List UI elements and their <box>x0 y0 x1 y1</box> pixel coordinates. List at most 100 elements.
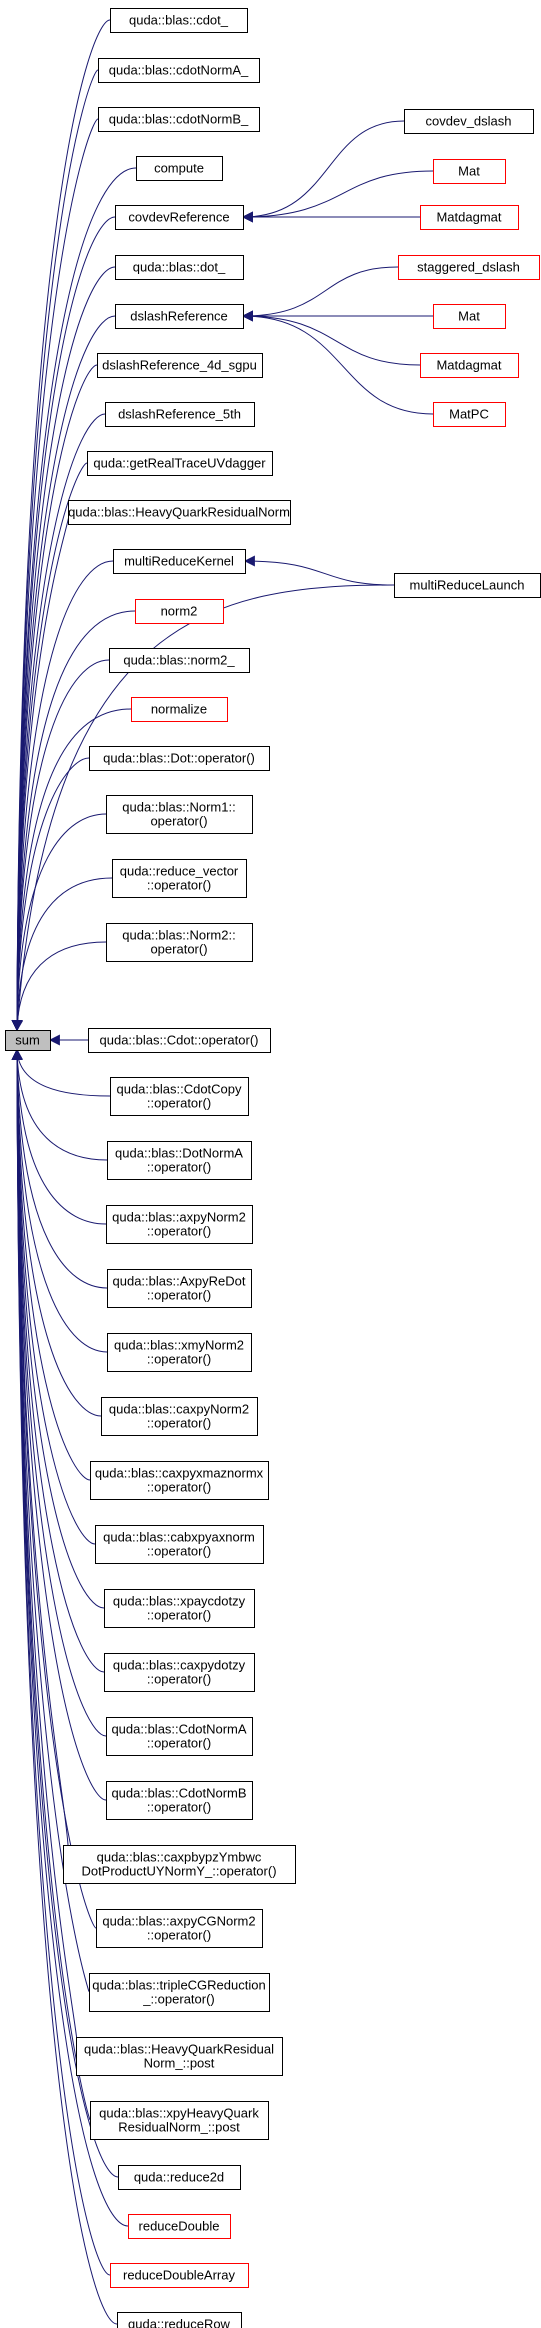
graph-node-compute[interactable]: compute <box>136 156 223 181</box>
graph-node-axpyCGNorm2Op[interactable]: quda::blas::axpyCGNorm2::operator() <box>96 1909 263 1948</box>
graph-node-label: ::operator() <box>147 1800 211 1815</box>
graph-node-dslashReference[interactable]: dslashReference <box>115 304 244 329</box>
graph-node-box <box>89 746 270 771</box>
graph-node-label: ::operator() <box>147 1288 211 1303</box>
graph-node-norm1Op[interactable]: quda::blas::Norm1::operator() <box>106 795 253 834</box>
graph-node-reduceDoubleArray[interactable]: reduceDoubleArray <box>110 2263 249 2288</box>
graph-node-label: quda::blas::axpyNorm2 <box>112 1210 246 1225</box>
edge-to-sum <box>11 1048 102 1417</box>
graph-node-label: quda::blas::Norm1:: <box>122 800 235 815</box>
graph-node-covdev_dslash[interactable]: covdev_dslash <box>404 109 534 134</box>
graph-node-cdotNormA[interactable]: quda::blas::cdotNormA_ <box>98 58 260 83</box>
graph-node-cdotCopyOp[interactable]: quda::blas::CdotCopy::operator() <box>110 1077 249 1116</box>
graph-node-caxpydotzyOp[interactable]: quda::blas::caxpydotzy::operator() <box>104 1653 255 1692</box>
graph-node-caxpbypzOp[interactable]: quda::blas::caxpbypzYmbwcDotProductUYNor… <box>63 1845 296 1884</box>
graph-node-box <box>109 648 250 673</box>
graph-node-label: quda::blas::tripleCGReduction <box>92 1978 265 1993</box>
graph-node-hqrNormPost[interactable]: quda::blas::HeavyQuarkResidualNorm_::pos… <box>76 2037 283 2076</box>
graph-node-cdot[interactable]: quda::blas::cdot_ <box>110 8 248 33</box>
graph-node-dslash4d[interactable]: dslashReference_4d_sgpu <box>97 353 263 378</box>
graph-node-reduce2d[interactable]: quda::reduce2d <box>118 2165 241 2190</box>
graph-node-dotNormAOp[interactable]: quda::blas::DotNormA::operator() <box>107 1141 252 1180</box>
graph-node-box <box>135 599 224 624</box>
graph-node-label: quda::blas::HeavyQuarkResidualNorm <box>68 505 290 520</box>
graph-node-label: quda::blas::caxpyNorm2 <box>109 1402 249 1417</box>
graph-node-label: MatPC <box>449 407 489 422</box>
edge-to-sum <box>11 1048 107 1737</box>
graph-node-label: ::operator() <box>147 1608 211 1623</box>
graph-node-box <box>87 451 273 476</box>
graph-node-axpyNorm2Op[interactable]: quda::blas::axpyNorm2::operator() <box>106 1205 253 1244</box>
graph-node-multiReduceKernel[interactable]: multiReduceKernel <box>113 549 246 574</box>
graph-node-label: compute <box>154 161 204 176</box>
graph-node-dot[interactable]: quda::blas::dot_ <box>115 255 244 280</box>
graph-node-label: reduceDouble <box>139 2219 220 2234</box>
graph-node-norm2Op[interactable]: quda::blas::Norm2::operator() <box>106 923 253 962</box>
graph-node-box <box>128 2214 231 2239</box>
graph-node-box <box>136 156 223 181</box>
graph-node-box <box>90 2101 269 2140</box>
graph-node-box <box>68 500 291 525</box>
graph-node-dslash5th[interactable]: dslashReference_5th <box>105 402 255 427</box>
graph-node-staggered_dslash[interactable]: staggered_dslash <box>398 255 540 280</box>
graph-node-dsMat[interactable]: Mat <box>433 304 506 329</box>
graph-node-hqResidualNorm[interactable]: quda::blas::HeavyQuarkResidualNorm <box>68 500 291 525</box>
edge-covdevReference-covdev_dslash <box>241 120 405 223</box>
graph-node-label: quda::blas::Cdot::operator() <box>100 1033 259 1048</box>
graph-node-covMat[interactable]: Mat <box>433 159 506 184</box>
graph-node-cdotNormAOp[interactable]: quda::blas::CdotNormA::operator() <box>106 1717 253 1756</box>
edge-to-sum <box>11 659 110 1032</box>
graph-node-MatPC[interactable]: MatPC <box>433 402 506 427</box>
graph-node-reduceVectorOp[interactable]: quda::reduce_vector::operator() <box>112 859 247 898</box>
edge-to-sum <box>11 1048 91 1481</box>
graph-node-cabxpyaxnormOp[interactable]: quda::blas::cabxpyaxnorm::operator() <box>95 1525 264 1564</box>
graph-node-cdotOp[interactable]: quda::blas::Cdot::operator() <box>88 1028 271 1053</box>
graph-node-caxpyxmaznormxOp[interactable]: quda::blas::caxpyxmaznormx::operator() <box>90 1461 269 1500</box>
graph-node-axpyReDotOp[interactable]: quda::blas::AxpyReDot::operator() <box>107 1269 252 1308</box>
graph-node-label: quda::blas::CdotNormA <box>111 1722 246 1737</box>
graph-node-box <box>5 1030 51 1051</box>
graph-node-box <box>404 109 534 134</box>
graph-node-label: quda::blas::AxpyReDot <box>113 1274 246 1289</box>
graph-node-cdotNormBOp[interactable]: quda::blas::CdotNormB::operator() <box>106 1781 253 1820</box>
graph-node-xpaycdotzyOp[interactable]: quda::blas::xpaycdotzy::operator() <box>104 1589 255 1628</box>
graph-node-box <box>115 255 244 280</box>
graph-node-normalize[interactable]: normalize <box>131 697 228 722</box>
graph-node-covdevReference[interactable]: covdevReference <box>115 205 244 230</box>
graph-node-label: norm2 <box>161 604 198 619</box>
graph-node-xmyNorm2Op[interactable]: quda::blas::xmyNorm2::operator() <box>107 1333 252 1372</box>
graph-node-label: ResidualNorm_::post <box>118 2120 240 2135</box>
graph-node-reduceRow[interactable]: quda::reduceRow <box>117 2312 242 2328</box>
graph-node-box <box>110 1077 249 1116</box>
graph-node-covMatdagmat[interactable]: Matdagmat <box>420 205 519 230</box>
graph-node-box <box>433 159 506 184</box>
graph-node-label: ::operator() <box>147 1736 211 1751</box>
graph-node-caxpyNorm2Op[interactable]: quda::blas::caxpyNorm2::operator() <box>101 1397 258 1436</box>
graph-node-label: multiReduceKernel <box>124 554 234 569</box>
graph-node-dotOp[interactable]: quda::blas::Dot::operator() <box>89 746 270 771</box>
graph-node-label: ::operator() <box>147 1224 211 1239</box>
graph-node-sum[interactable]: sum <box>5 1030 51 1051</box>
graph-node-box <box>433 304 506 329</box>
graph-node-box <box>106 923 253 962</box>
graph-node-box <box>88 1028 271 1053</box>
graph-node-cdotNormB[interactable]: quda::blas::cdotNormB_ <box>98 107 260 132</box>
graph-node-label: covdev_dslash <box>426 114 512 129</box>
graph-node-multiReduceLaunch[interactable]: multiReduceLaunch <box>394 573 541 598</box>
graph-node-norm2[interactable]: norm2 <box>135 599 224 624</box>
graph-node-box <box>98 58 260 83</box>
graph-node-blasNorm2[interactable]: quda::blas::norm2_ <box>109 648 250 673</box>
graph-node-xpyHqrPost[interactable]: quda::blas::xpyHeavyQuarkResidualNorm_::… <box>90 2101 269 2140</box>
graph-node-label: quda::reduce2d <box>134 2170 224 2185</box>
graph-node-getRealTrace[interactable]: quda::getRealTraceUVdagger <box>87 451 273 476</box>
edge-to-sum <box>11 315 116 1032</box>
edge-layer <box>11 19 434 2325</box>
graph-node-dsMatdagmat[interactable]: Matdagmat <box>420 353 519 378</box>
graph-node-reduceDouble[interactable]: reduceDouble <box>128 2214 231 2239</box>
graph-node-label: quda::blas::Norm2:: <box>122 928 235 943</box>
graph-node-tripleCGOp[interactable]: quda::blas::tripleCGReduction_::operator… <box>89 1973 270 2012</box>
edge-to-sum <box>11 708 132 1032</box>
edge-to-sum <box>11 560 114 1032</box>
graph-node-label: reduceDoubleArray <box>123 2268 236 2283</box>
